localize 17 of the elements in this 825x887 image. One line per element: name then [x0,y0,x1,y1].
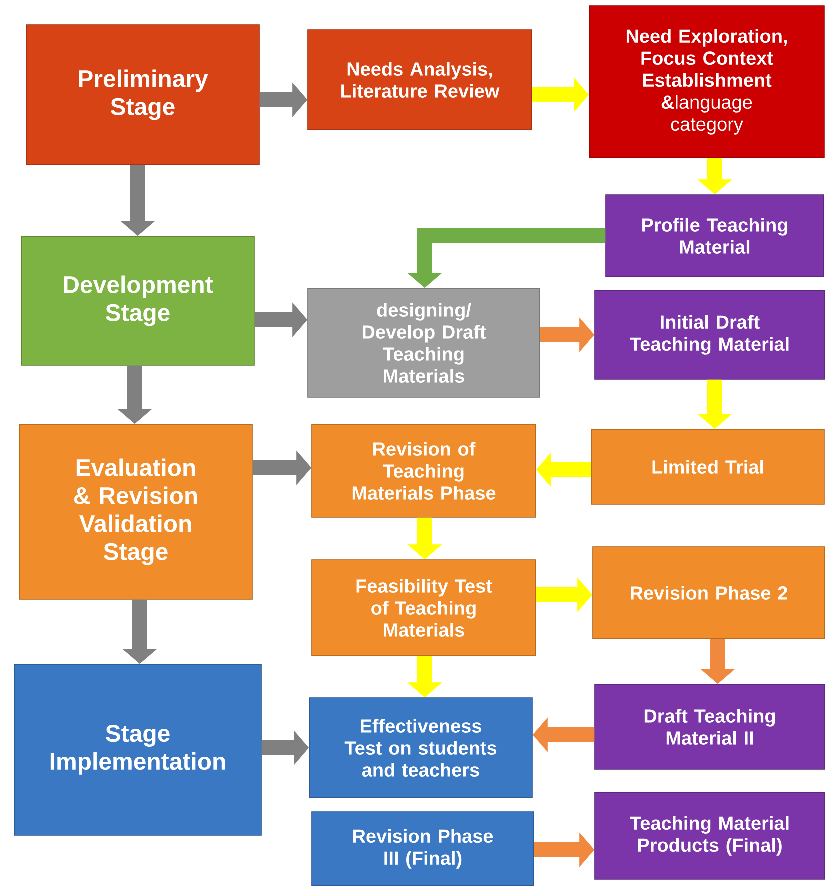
stage-box: Evaluation & Revision Validation Stage [19,424,253,600]
process-box: Effectiveness Test on students and teachers [309,698,533,798]
process-box: Initial Draft Teaching Material [594,290,825,380]
process-box: designing/ Develop Draft Teaching Materials [308,288,540,398]
process-box: Draft Teaching Material II [594,684,825,770]
process-box: Feasibility Test of Teaching Materials [312,560,536,656]
stage-box: Stage Implementation [14,664,262,836]
process-box: Teaching Material Products (Final) [594,792,825,880]
process-box: Revision of Teaching Materials Phase [312,424,536,518]
process-box: Needs Analysis, Literature Review [308,30,532,130]
process-box: Revision Phase III (Final) [312,812,534,886]
process-box: Profile Teaching Material [606,194,824,278]
process-box: Need Exploration, Focus Context Establishment &language category [589,6,825,158]
stage-box: Development Stage [21,236,255,366]
process-box: Revision Phase 2 [592,546,825,640]
stage-box: Preliminary Stage [26,24,260,166]
process-box: Limited Trial [591,429,825,505]
